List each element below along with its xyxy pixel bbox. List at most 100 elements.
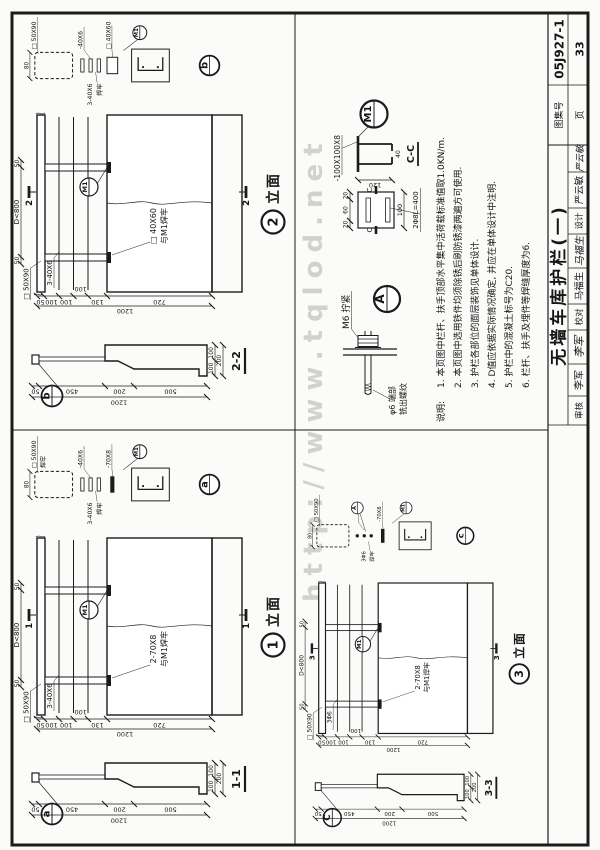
strip-label: 焊牢 bbox=[40, 456, 48, 468]
dim-label: 50 bbox=[314, 810, 322, 816]
dim-label: 50 bbox=[14, 583, 21, 591]
section-geometry bbox=[28, 341, 227, 408]
post-label: □ 50X90 bbox=[23, 691, 31, 722]
detail-bubble-letter: b bbox=[199, 62, 210, 69]
rails-label: 3-40X6 bbox=[46, 683, 54, 709]
detail-bubble-letter: C bbox=[323, 814, 333, 820]
section-caption: 3-3 bbox=[484, 779, 495, 796]
dim-label: 100 bbox=[60, 298, 72, 306]
sheet-frame bbox=[10, 11, 590, 847]
nut-label: M6 拧紧 bbox=[340, 295, 352, 329]
dim-label: D<800 bbox=[298, 655, 305, 676]
dim-label: 80 bbox=[24, 61, 30, 69]
section-flag: 3 bbox=[492, 655, 501, 660]
dim-label: 720 bbox=[153, 721, 165, 729]
dim-label: 200 bbox=[113, 806, 125, 814]
dim-label: 100 bbox=[350, 727, 361, 733]
dim-label: 50 bbox=[299, 621, 305, 627]
cut-mark: C bbox=[366, 227, 374, 232]
section-geometry bbox=[28, 759, 227, 826]
section-caption: C-C bbox=[406, 145, 417, 163]
section-caption: 2-2 bbox=[230, 351, 243, 371]
base-label: 与M1焊牢 bbox=[422, 662, 431, 693]
dim-label: 100 bbox=[208, 362, 215, 374]
section-2-2: b 50 450 200 500 1200 100 100 200 2-2 bbox=[28, 341, 247, 408]
check-name: 马福生 bbox=[574, 271, 586, 300]
dim-label: 200 bbox=[113, 388, 125, 396]
strip-label: -40X6 bbox=[77, 31, 84, 49]
dim-label: 100 bbox=[338, 738, 349, 744]
design-signature: 严云敏 bbox=[575, 143, 586, 172]
notes-lead: 说明: bbox=[435, 401, 447, 422]
dim-label: 100 bbox=[465, 789, 471, 799]
page-number-label: 页 bbox=[575, 110, 586, 119]
dim-label: 50 bbox=[299, 703, 305, 709]
base-label: 与M1焊牢 bbox=[159, 208, 169, 244]
rails-label: 3Φ6 bbox=[326, 711, 333, 723]
strip-label: □ 40X60 bbox=[105, 21, 112, 49]
dim-label: 500 bbox=[164, 806, 176, 814]
elevation-3: 50 D<800 50 □ 50X90 3Φ6 M1 3 3 2-70X8 与M… bbox=[298, 580, 531, 752]
dim-label: 50 bbox=[31, 388, 39, 396]
dim-label: 100 bbox=[74, 708, 86, 716]
m1-bubble-label: M1 bbox=[81, 181, 89, 192]
section-flag: 2 bbox=[25, 200, 35, 206]
detail-bubble-letter: A bbox=[352, 506, 358, 510]
dim-label: 50 bbox=[31, 806, 39, 814]
atlas-number-label: 图集号 bbox=[553, 101, 565, 128]
dim-label: 50 bbox=[14, 257, 21, 265]
dim-label: D<800 bbox=[13, 623, 21, 648]
dim-label: 100 bbox=[208, 765, 215, 777]
dim-label: 450 bbox=[344, 810, 355, 816]
caption-number: 1 bbox=[267, 640, 282, 649]
dim-label: 100 bbox=[45, 721, 57, 729]
detail-strip-c: A □ 50X90 -70X8 3Φ6 焊牢 M1 80 c bbox=[307, 493, 475, 562]
detail-bubble-letter: a bbox=[199, 481, 210, 488]
plate-label: -100X100X8 bbox=[333, 135, 342, 182]
dim-label: 130 bbox=[91, 721, 103, 729]
strip-label: 3-40X6 bbox=[87, 502, 94, 524]
watermark-text: http://www.tqlod.net bbox=[299, 135, 329, 602]
m1-bubble-label: M1 bbox=[357, 639, 363, 648]
title-block: 无墙车库护栏(一) 审核 李军 李军 校对 马福生 马福生 设计 严云敏 严云敏… bbox=[547, 13, 588, 845]
dim-label: 720 bbox=[417, 738, 428, 744]
section-flag: 2 bbox=[242, 200, 252, 206]
rod-label: 铣出螺纹 bbox=[398, 383, 408, 415]
detail-bubble-letter: A bbox=[373, 294, 387, 304]
dim-label: 1200 bbox=[117, 307, 134, 315]
dim-label: 1200 bbox=[117, 730, 134, 738]
dim-label: 50 bbox=[318, 738, 326, 744]
dim-label: 450 bbox=[66, 806, 78, 814]
strip-label: 焊牢 bbox=[96, 84, 104, 96]
section-3-3: C 50 450 200 500 1200 100 100 200 3-3 bbox=[311, 770, 498, 828]
strip-label: 焊牢 bbox=[368, 551, 376, 561]
design-label: 设计 bbox=[574, 212, 585, 230]
rails-label: 3-40X6 bbox=[46, 260, 54, 286]
m1-bubble-label: M1 bbox=[134, 447, 140, 456]
section-caption: 1-1 bbox=[230, 769, 243, 789]
dim-label: 200 bbox=[472, 783, 478, 793]
caption-number: 3 bbox=[513, 670, 526, 678]
elevation-geometry bbox=[301, 580, 531, 750]
dim-label: 130 bbox=[91, 298, 103, 306]
base-label: 与M1焊牢 bbox=[159, 631, 169, 667]
dim-label: 100 bbox=[396, 204, 404, 216]
dim-label: 50 bbox=[14, 680, 21, 688]
note-line: 1. 本页图中栏杆、扶手顶部水平集中活荷载标准值取1.0KN/m. bbox=[435, 137, 447, 388]
m1-bubble-label: M1 bbox=[81, 604, 89, 615]
note-line: 2. 本页图中选用铁件均须除锈后刷防锈漆两遍方可使用. bbox=[452, 167, 464, 388]
strip-label: 焊牢 bbox=[96, 503, 104, 515]
notes-block: 说明: 1. 本页图中栏杆、扶手顶部水平集中活荷载标准值取1.0KN/m. 2.… bbox=[435, 137, 532, 422]
m1-bubble-label: M1 bbox=[401, 504, 407, 512]
m1-bubble-label: M1 bbox=[134, 28, 140, 37]
review-signature: 李军 bbox=[573, 334, 586, 358]
dim-label: 60 bbox=[343, 206, 350, 214]
strip-label: 3-40X6 bbox=[87, 83, 94, 105]
detail-bubble-letter: b bbox=[42, 392, 53, 399]
dim-label: 1200 bbox=[386, 746, 401, 752]
m1-bubble-label: M1 bbox=[363, 106, 374, 123]
anchor-label: 2Φ8L=400 bbox=[412, 191, 420, 229]
strip-label: -70X8 bbox=[105, 450, 112, 468]
